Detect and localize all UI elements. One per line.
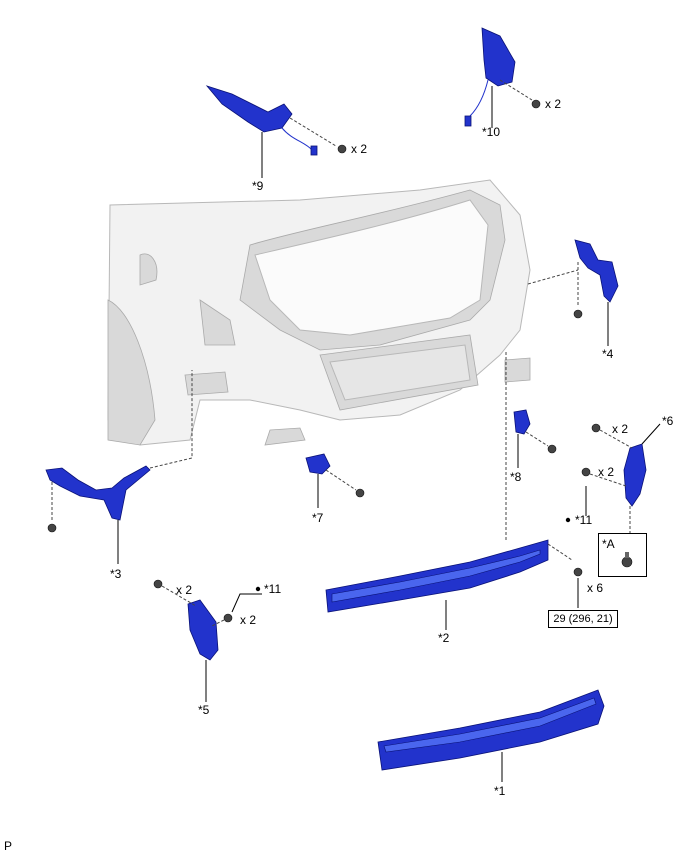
label-part-9: *9 — [252, 179, 264, 193]
label-part-10: *10 — [482, 125, 500, 139]
detail-a-box: *A — [598, 533, 647, 577]
label-part-11-left: *11 — [264, 582, 281, 596]
part-1-absorber — [377, 689, 605, 782]
corner-mark: P — [4, 839, 12, 852]
part-2-reinforcement — [325, 352, 583, 630]
qty-part-10: x 2 — [545, 97, 561, 111]
qty-part-2: x 6 — [587, 581, 603, 595]
qty-part-5-a: x 2 — [176, 583, 192, 597]
qty-part-6-a: x 2 — [612, 422, 628, 436]
bullet-dot-icon — [255, 586, 261, 592]
label-part-6: *6 — [662, 414, 674, 428]
bullet-dot-icon — [565, 517, 571, 523]
label-part-1: *1 — [494, 784, 506, 798]
part-8-bracket — [513, 409, 557, 468]
qty-part-6-b: x 2 — [598, 465, 614, 479]
part-4-bracket — [527, 239, 619, 346]
label-part-4: *4 — [602, 347, 614, 361]
label-part-8: *8 — [510, 470, 522, 484]
part-10-bracket — [464, 27, 541, 128]
part-7-bracket — [305, 453, 365, 508]
label-part-3: *3 — [110, 567, 122, 581]
clip-icon — [621, 552, 633, 568]
part-6-bracket — [581, 423, 661, 536]
vehicle-rear-body — [107, 179, 531, 446]
label-part-2: *2 — [438, 631, 450, 645]
label-part-11-right: *11 — [575, 513, 592, 527]
torque-spec-box: 29 (296, 21) — [548, 610, 618, 628]
qty-part-5-b: x 2 — [240, 613, 256, 627]
qty-part-9: x 2 — [351, 142, 367, 156]
part-9-cover — [205, 85, 347, 178]
label-part-7: *7 — [312, 511, 324, 525]
label-part-5: *5 — [198, 703, 210, 717]
detail-a-label: *A — [602, 537, 615, 551]
part-3-bracket — [45, 370, 193, 564]
part-5-bracket — [153, 579, 262, 702]
